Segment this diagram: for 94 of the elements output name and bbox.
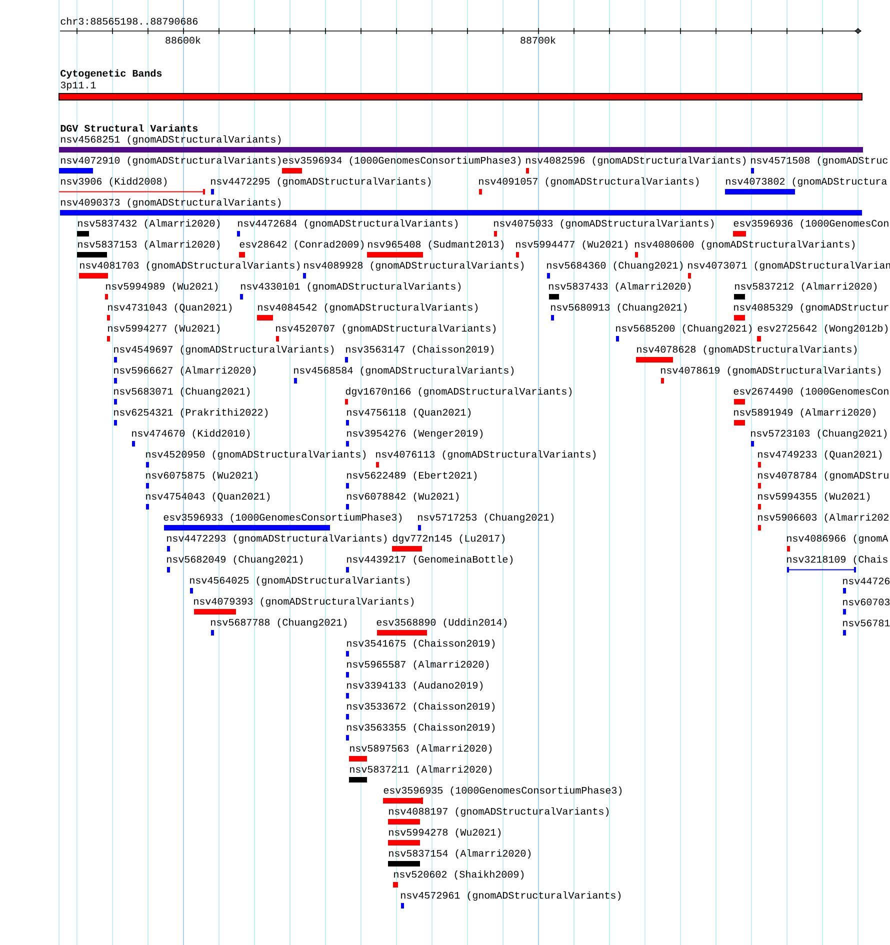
variant-label: nsv4073071 (gnomADStructuralVarian xyxy=(688,261,890,271)
variant-label: nsv4085329 (gnomADStructur xyxy=(734,303,888,313)
variant-label: nsv5687788 (Chuang2021) xyxy=(211,618,347,628)
variant-label: nsv4086966 (gnomA xyxy=(787,534,888,544)
variant-label: nsv5965587 (Almarri2020) xyxy=(347,660,489,670)
position-range: chr3:88565198..88790686 xyxy=(60,17,198,25)
variant-label: nsv3954276 (Wenger2019) xyxy=(347,429,483,439)
variant-label: nsv6254321 (Prakrithi2022) xyxy=(114,408,268,418)
variant-label: nsv3541675 (Chaisson2019) xyxy=(347,639,495,649)
variant-label: nsv4079393 (gnomADStructuralVariants) xyxy=(194,597,414,607)
variant-label: esv3596934 (1000GenomesConsortiumPhase3) xyxy=(282,156,521,166)
variant-label: nsv4078628 (gnomADStructuralVariants) xyxy=(637,345,857,355)
variant-label: nsv4091057 (gnomADStructuralVariants) xyxy=(479,177,699,187)
variant-label: nsv4549697 (gnomADStructuralVariants) xyxy=(114,345,334,355)
variant-label: nsv5685200 (Chuang2021) xyxy=(616,324,752,334)
variant-label: nsv4073802 (gnomADStructura xyxy=(726,177,887,187)
variant-label: esv3596936 (1000GenomesCon xyxy=(734,219,888,229)
variant-label: nsv5837211 (Almarri2020) xyxy=(350,765,492,775)
band-label: 3p11.1 xyxy=(60,82,96,90)
variant-label: nsv5683071 (Chuang2021) xyxy=(114,387,250,397)
variant-label: nsv4731043 (Quan2021) xyxy=(108,303,232,313)
variant-label: nsv5994277 (Wu2021) xyxy=(108,324,220,334)
variant-label: nsv3563147 (Chaisson2019) xyxy=(346,345,494,355)
variant-label: nsv3533672 (Chaisson2019) xyxy=(347,702,495,712)
variant-label: nsv4520950 (gnomADStructuralVariants) xyxy=(146,450,366,460)
variant-label: nsv5684360 (Chuang2021) xyxy=(547,261,683,271)
variant-label: nsv5966627 (Almarri2020) xyxy=(114,366,256,376)
variant-label: nsv5837212 (Almarri2020) xyxy=(735,282,877,292)
variant-label: nsv474670 (Kidd2010) xyxy=(132,429,250,439)
variant-label: nsv4078784 (gnomADStru xyxy=(758,471,888,481)
axis-tick-label: 88600k xyxy=(166,36,200,44)
variant-label: nsv4080600 (gnomADStructuralVariants) xyxy=(635,240,855,250)
variant-label: nsv4572961 (gnomADStructuralVariants) xyxy=(401,891,621,901)
variant-label: nsv5837154 (Almarri2020) xyxy=(389,849,531,859)
variant-label: nsv4081703 (gnomADStructuralVariants) xyxy=(80,261,300,271)
variant-label: nsv4082596 (gnomADStructuralVariants) xyxy=(526,156,746,166)
variant-label: nsv4571508 (gnomADStruc xyxy=(751,156,888,166)
variant-label: nsv4078619 (gnomADStructuralVariants) xyxy=(661,366,881,376)
variant-label: nsv4754043 (Quan2021) xyxy=(146,492,270,502)
variant-label: nsv56781 xyxy=(843,620,890,626)
variant-label: nsv6078842 (Wu2021) xyxy=(347,492,459,502)
variant-label: nsv5717253 (Chuang2021) xyxy=(418,513,554,523)
variant-label: nsv4090373 (gnomADStructuralVariants) xyxy=(61,198,281,208)
track-heading: DGV Structural Variants xyxy=(60,124,198,132)
track-heading: Cytogenetic Bands xyxy=(60,69,162,79)
variant-label: nsv5994989 (Wu2021) xyxy=(106,282,218,292)
variant-label: esv3596933 (1000GenomesConsortiumPhase3) xyxy=(164,513,402,523)
variant-label: esv28642 (Conrad2009) xyxy=(240,240,364,250)
variant-label: dgv772n145 (Lu2017) xyxy=(392,534,505,544)
variant-label: nsv4076113 (gnomADStructuralVariants) xyxy=(376,450,596,460)
variant-label: nsv4568584 (gnomADStructuralVariants) xyxy=(294,366,514,376)
variant-label: nsv5622489 (Ebert2021) xyxy=(347,471,477,481)
variant-label: dgv1670n166 (gnomADStructuralVariants) xyxy=(346,387,572,397)
variant-label: nsv5994477 (Wu2021) xyxy=(516,240,628,250)
variant-label: nsv4749233 (Quan2021) xyxy=(758,450,882,460)
variant-label: nsv4472293 (gnomADStructuralVariants) xyxy=(167,534,387,544)
variant-label: nsv5897563 (Almarri2020) xyxy=(350,744,492,754)
variant-label: esv2725642 (Wong2012b) xyxy=(758,324,888,334)
variant-label: nsv5837153 (Almarri2020) xyxy=(78,240,220,250)
variant-label: nsv3906 (Kidd2008) xyxy=(61,177,167,187)
variant-label: nsv5891949 (Almarri2020) xyxy=(734,408,876,418)
variant-label: nsv4756118 (Quan2021) xyxy=(347,408,471,418)
variant-label: nsv5682049 (Chuang2021) xyxy=(167,555,303,565)
variant-label: nsv4072910 (gnomADStructuralVariants) xyxy=(61,156,281,166)
variant-label: nsv4564025 (gnomADStructuralVariants) xyxy=(190,576,410,586)
variant-label: nsv4088197 (gnomADStructuralVariants) xyxy=(389,807,609,817)
variant-label: nsv3563355 (Chaisson2019) xyxy=(347,723,495,733)
variant-label: nsv3394133 (Audano2019) xyxy=(347,681,483,691)
variant-label: nsv4330101 (gnomADStructuralVariants) xyxy=(241,282,461,292)
variant-label: nsv4439217 (GenomeinaBottle) xyxy=(347,555,513,565)
variant-label: nsv4075033 (gnomADStructuralVariants) xyxy=(494,219,714,229)
variant-label: nsv965408 (Sudmant2013) xyxy=(368,240,504,250)
variant-label: nsv44726 xyxy=(843,578,890,584)
variant-label: nsv4520707 (gnomADStructuralVariants) xyxy=(276,324,496,334)
variant-label: esv2674490 (1000GenomesCon xyxy=(734,387,888,397)
variant-label: nsv6075875 (Wu2021) xyxy=(146,471,258,481)
variant-label: nsv5837433 (Almarri2020) xyxy=(549,282,691,292)
variant-label: nsv5994278 (Wu2021) xyxy=(389,828,501,838)
variant-label: nsv4568251 (gnomADStructuralVariants) xyxy=(61,135,281,145)
variant-label: nsv5680913 (Chuang2021) xyxy=(551,303,687,313)
variant-label: nsv4472295 (gnomADStructuralVariants) xyxy=(211,177,431,187)
variant-label: nsv60703 xyxy=(843,598,890,606)
variant-label: esv3596935 (1000GenomesConsortiumPhase3) xyxy=(384,786,622,796)
variant-label: nsv4084542 (gnomADStructuralVariants) xyxy=(258,303,478,313)
variant-label: nsv5906603 (Almarri202 xyxy=(758,513,888,523)
variant-label: nsv5994355 (Wu2021) xyxy=(758,492,870,502)
variant-label: nsv520602 (Shaikh2009) xyxy=(394,870,524,880)
variant-label: nsv5837432 (Almarri2020) xyxy=(78,219,220,229)
axis-tick-label: 88700k xyxy=(520,36,556,44)
variant-label: nsv5723103 (Chuang2021) xyxy=(751,429,887,439)
variant-label: nsv4089928 (gnomADStructuralVariants) xyxy=(304,261,524,271)
variant-label: nsv3218109 (Chais xyxy=(787,555,888,565)
variant-label: nsv4472684 (gnomADStructuralVariants) xyxy=(238,219,458,229)
variant-label: esv3568890 (Uddin2014) xyxy=(376,618,507,628)
